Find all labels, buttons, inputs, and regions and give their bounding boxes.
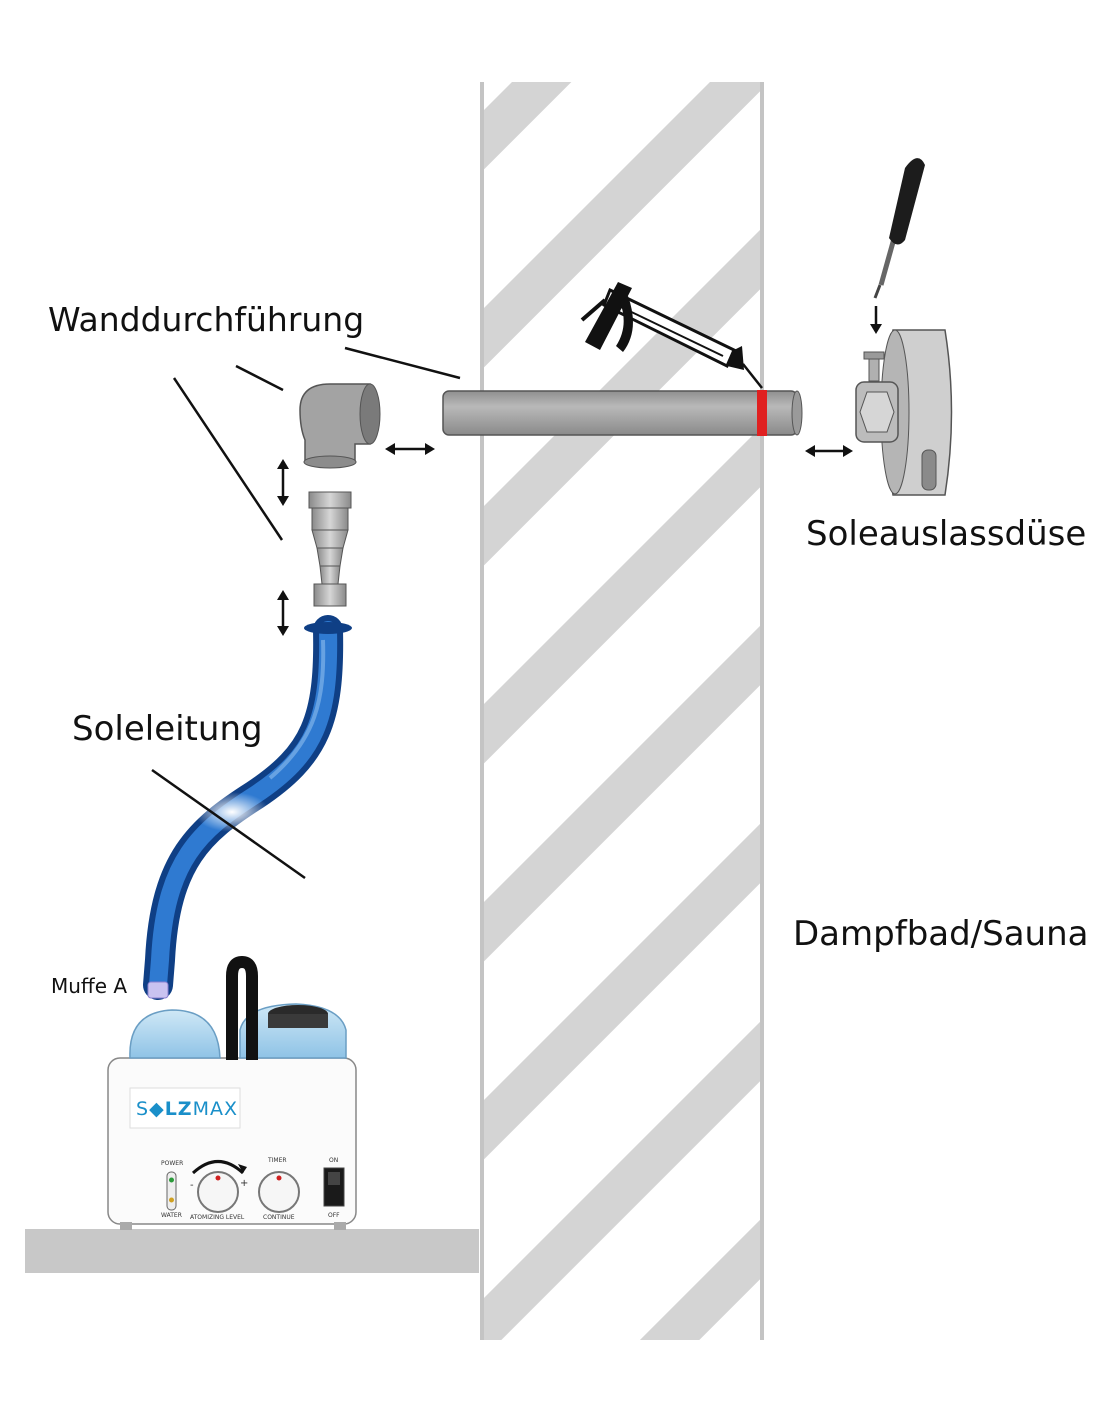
leader-lines xyxy=(151,346,461,880)
continue-label: CONTINUE xyxy=(263,1214,295,1221)
label-nozzle: Soleauslassdüse xyxy=(806,514,1087,554)
plus-sign: + xyxy=(240,1178,249,1189)
caulking-gun xyxy=(580,282,763,389)
nozzle xyxy=(855,329,953,496)
sleeve-a xyxy=(147,981,169,999)
brand-logo: S◆LZMAX xyxy=(136,1098,238,1120)
brine-hose xyxy=(143,615,352,1000)
label-brine-line: Soleleitung xyxy=(72,709,263,749)
brand-prefix: S xyxy=(136,1098,150,1120)
brand-suffix: MAX xyxy=(192,1098,238,1120)
wall-pipe xyxy=(442,390,803,436)
elbow-fitting xyxy=(299,383,381,469)
label-sleeve-a: Muffe A xyxy=(51,974,128,998)
label-steam-room: Dampfbad/Sauna xyxy=(793,914,1089,954)
shelf xyxy=(25,1229,479,1273)
atomizing-knob[interactable] xyxy=(197,1171,239,1213)
power-label: POWER xyxy=(161,1160,184,1167)
atomizing-label: ATOMIZING LEVEL xyxy=(190,1214,245,1221)
water-label: WATER xyxy=(161,1212,182,1219)
hose-connector xyxy=(308,491,352,607)
off-label: OFF xyxy=(328,1212,340,1219)
wall xyxy=(480,82,764,1340)
label-wall-passthrough: Wanddurchführung xyxy=(48,300,365,339)
screwdriver xyxy=(873,158,925,299)
brand-mid: LZ xyxy=(164,1098,193,1120)
timer-knob[interactable] xyxy=(258,1171,300,1213)
seal-mark xyxy=(757,390,767,436)
double-arrows xyxy=(277,306,882,636)
minus-sign: - xyxy=(190,1180,194,1191)
brand-gem-icon: ◆ xyxy=(149,1098,165,1120)
timer-label: TIMER xyxy=(268,1157,287,1164)
on-label: ON xyxy=(329,1157,339,1164)
humidifier-device xyxy=(107,955,357,1230)
